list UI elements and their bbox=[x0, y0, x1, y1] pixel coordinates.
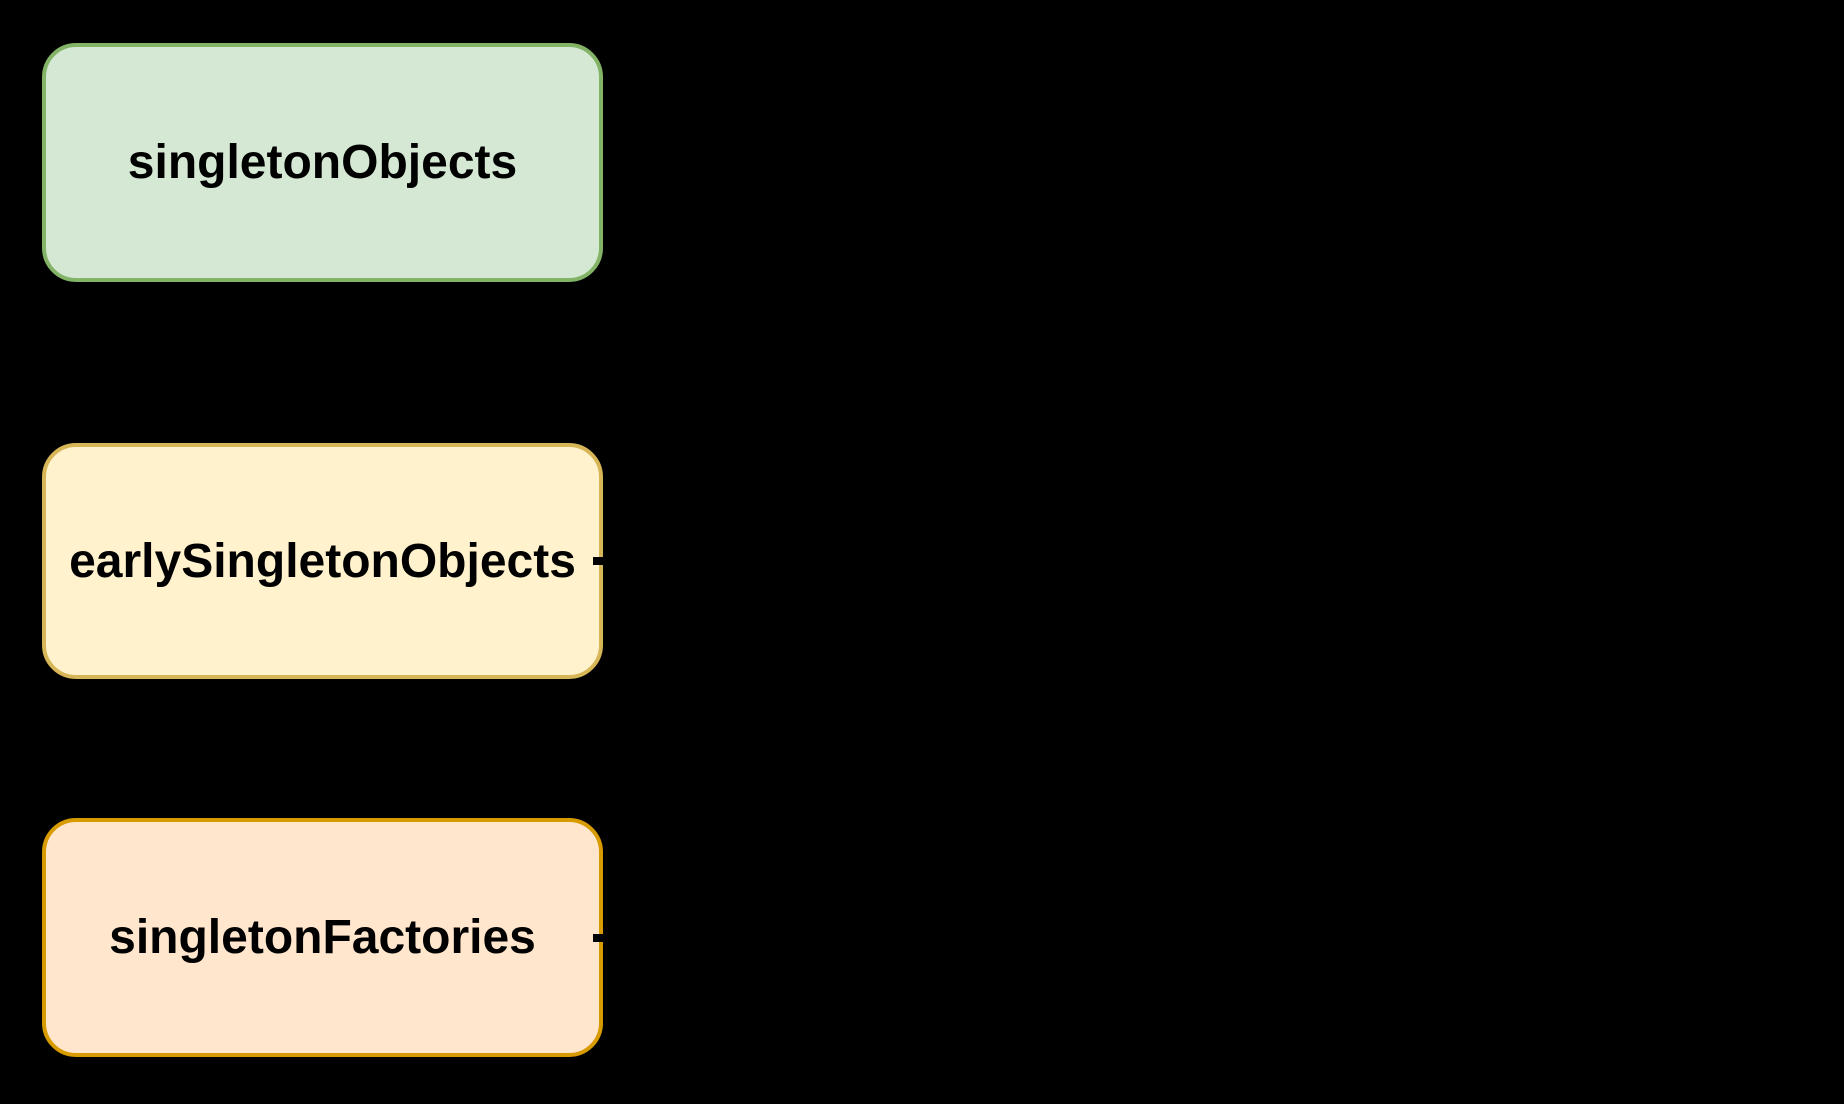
node-singleton-objects: singletonObjects bbox=[42, 43, 603, 282]
connector-stub bbox=[593, 933, 605, 942]
node-label: earlySingletonObjects bbox=[69, 534, 576, 588]
node-singleton-factories: singletonFactories bbox=[42, 818, 605, 1057]
node-label: singletonFactories bbox=[109, 911, 536, 964]
connector-stub bbox=[593, 557, 605, 565]
node-label: singletonObjects bbox=[127, 136, 518, 189]
node-early-singleton-objects: earlySingletonObjects bbox=[42, 443, 605, 679]
